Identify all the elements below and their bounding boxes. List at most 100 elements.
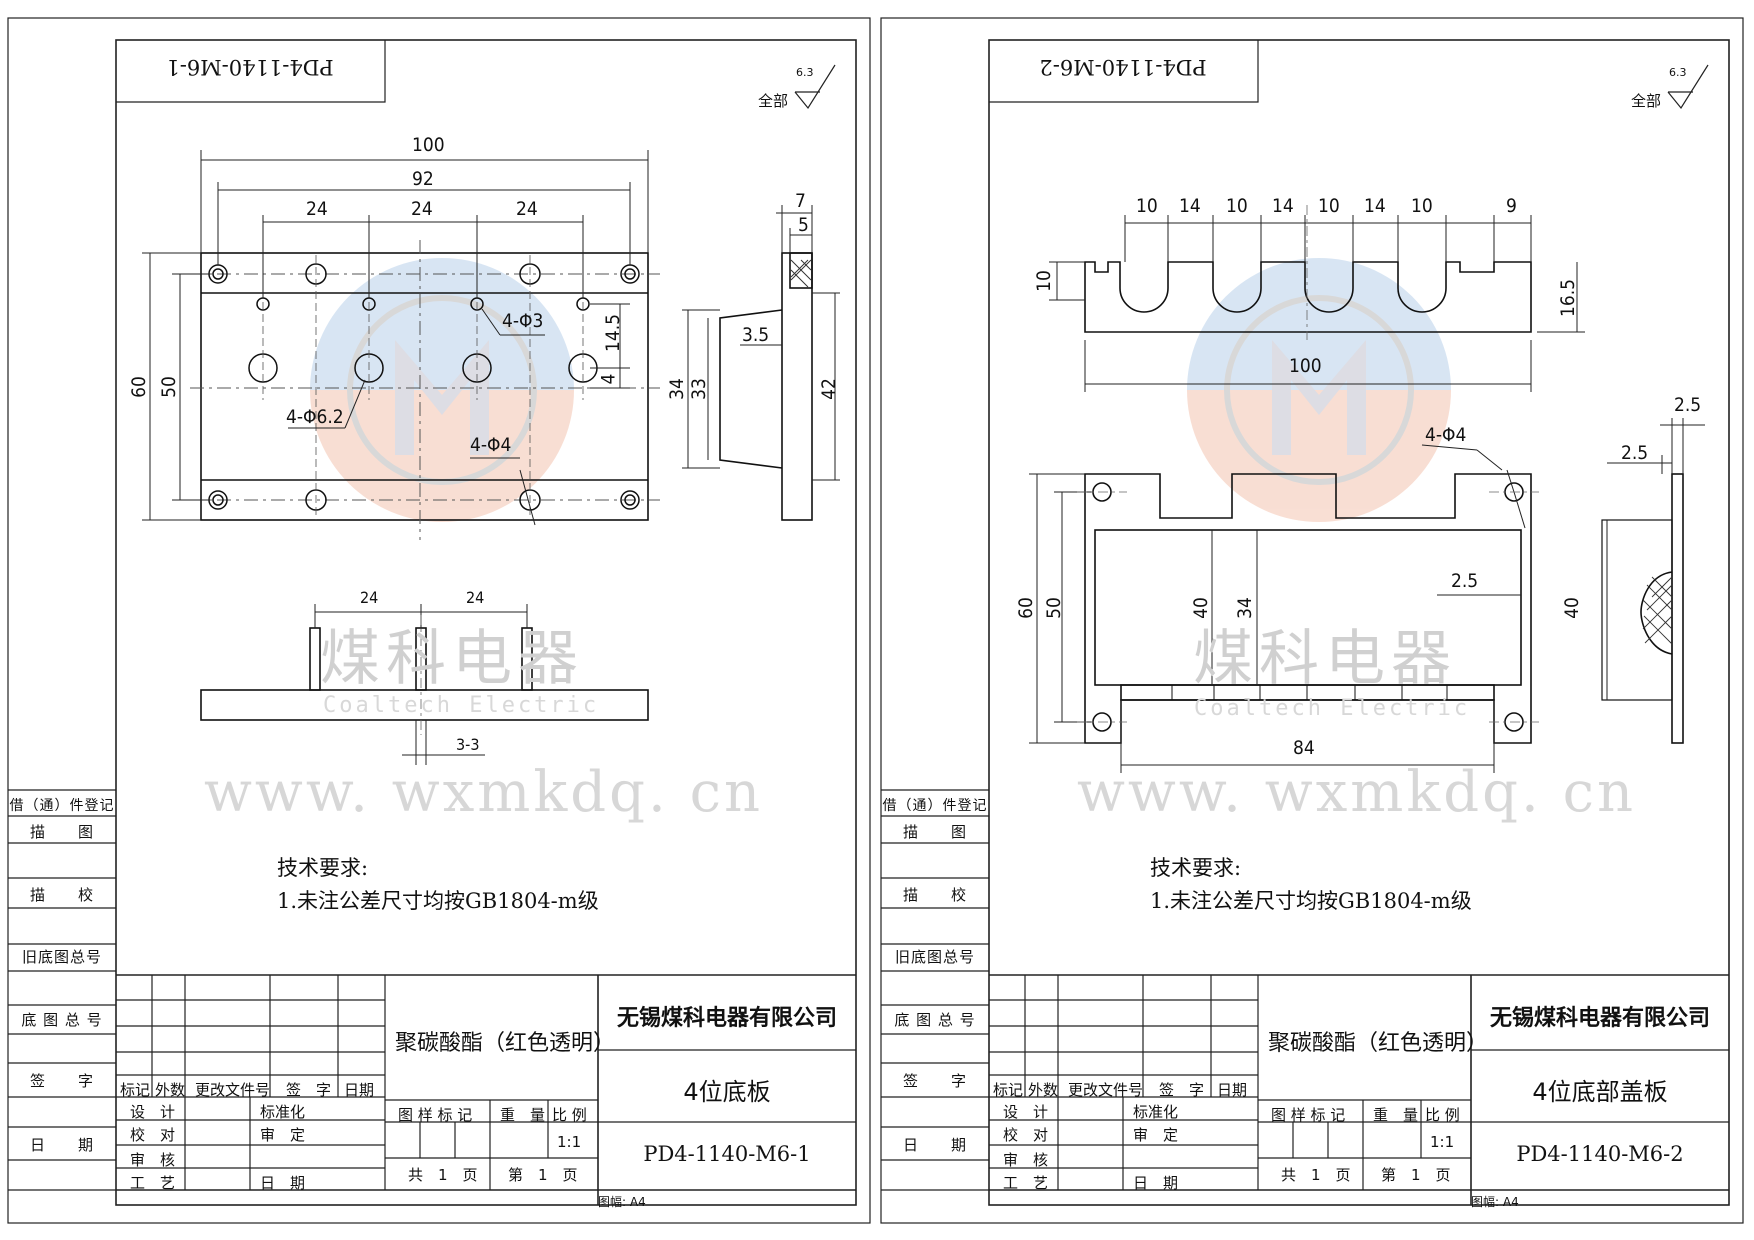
tb-pattern-mark: 图 样 标 记 xyxy=(398,1106,473,1124)
watermark-en: Coaltech Electric xyxy=(323,693,600,718)
section-dim-3-3: 3-3 xyxy=(456,735,480,754)
tb-process: 工 艺 xyxy=(1003,1174,1049,1192)
tb-review: 审 核 xyxy=(1003,1151,1049,1169)
dim-50: 50 xyxy=(157,376,180,398)
roughness-label: 全部 xyxy=(1631,92,1662,110)
tb-ratio: 比 例 xyxy=(552,1106,587,1124)
dim-100: 100 xyxy=(1289,355,1322,377)
tb-count: 外数 xyxy=(155,1081,186,1099)
tb-weight: 重 量 xyxy=(1373,1106,1419,1124)
tb-date: 日 期 xyxy=(260,1174,306,1192)
tb-pattern-mark: 图 样 标 记 xyxy=(1271,1106,1346,1124)
side-old-drawing-no: 旧底图总号 xyxy=(21,948,102,966)
tb-approve: 审 定 xyxy=(260,1126,306,1144)
part-name: 4位底部盖板 xyxy=(1532,1078,1668,1106)
dim-84: 84 xyxy=(1293,737,1315,759)
dim-34: 34 xyxy=(665,378,688,400)
tb-page-no: 第 1 页 xyxy=(1381,1166,1451,1184)
dim-92: 92 xyxy=(412,168,434,190)
tech-title: 技术要求: xyxy=(277,856,369,880)
watermark-cn: 煤科电器 xyxy=(320,624,584,694)
dim-42: 42 xyxy=(817,378,840,400)
tb-date: 日 期 xyxy=(1133,1174,1179,1192)
dim-5: 5 xyxy=(798,214,809,236)
tb-date-h: 日期 xyxy=(1217,1081,1248,1099)
tb-standard: 标准化 xyxy=(1133,1103,1179,1121)
dim-top-10d: 10 xyxy=(1411,195,1433,217)
tb-sign: 签 字 xyxy=(286,1081,332,1099)
header-code: PD4-1140-M6-2 xyxy=(1039,55,1207,79)
side-signature: 签 字 xyxy=(902,1072,967,1090)
sheet-frame-left xyxy=(7,17,871,1224)
dim-100: 100 xyxy=(412,134,445,156)
tb-weight: 重 量 xyxy=(500,1106,546,1124)
tb-standard: 标准化 xyxy=(260,1103,306,1121)
dim-top-10c: 10 xyxy=(1318,195,1340,217)
tb-design: 设 计 xyxy=(130,1103,176,1121)
dim-24c: 24 xyxy=(516,198,538,220)
sheet-frame-right xyxy=(880,17,1744,1224)
dim-24b: 24 xyxy=(411,198,433,220)
dim-33: 33 xyxy=(687,378,710,400)
tb-count: 外数 xyxy=(1028,1081,1059,1099)
tb-change-doc: 更改文件号 xyxy=(195,1081,271,1099)
dim-3-5: 3.5 xyxy=(742,324,770,346)
dim-top-10b: 10 xyxy=(1226,195,1248,217)
tb-process: 工 艺 xyxy=(130,1174,176,1192)
side-borrow-register: 借（通）件登记 xyxy=(9,798,115,814)
dim-4: 4 xyxy=(597,373,620,385)
sheet-size: 图幅: A4 xyxy=(598,1195,646,1209)
side-borrow-register: 借（通）件登记 xyxy=(882,798,988,814)
roughness-value: 6.3 xyxy=(796,66,814,79)
dim-top-14b: 14 xyxy=(1272,195,1294,217)
side-trace: 描 图 xyxy=(29,823,94,841)
side-date: 日 期 xyxy=(29,1136,94,1154)
tb-scale: 1:1 xyxy=(557,1133,582,1151)
tech-item: 1.未注公差尺寸均按GB1804-m级 xyxy=(1150,889,1472,913)
dim-34: 34 xyxy=(1233,597,1256,619)
material: 聚碳酸酯（红色透明） xyxy=(1268,1031,1489,1056)
dim-14-5: 14.5 xyxy=(602,313,625,353)
dim-top-14a: 14 xyxy=(1179,195,1201,217)
header-code: PD4-1140-M6-1 xyxy=(166,55,334,79)
drawing-number: PD4-1140-M6-1 xyxy=(643,1142,811,1166)
tb-total-pages: 共 1 页 xyxy=(408,1166,478,1184)
dim-24a: 24 xyxy=(306,198,328,220)
roughness-value: 6.3 xyxy=(1669,66,1687,79)
tb-page-no: 第 1 页 xyxy=(508,1166,578,1184)
tech-title: 技术要求: xyxy=(1150,856,1242,880)
tb-mark: 标记 xyxy=(120,1081,151,1099)
dim-60: 60 xyxy=(1014,597,1037,619)
dim-2-5b: 2.5 xyxy=(1621,442,1649,464)
tb-approve: 审 定 xyxy=(1133,1126,1179,1144)
tb-check: 校 对 xyxy=(1003,1126,1049,1144)
dim-50: 50 xyxy=(1042,597,1065,619)
dim-7: 7 xyxy=(795,190,806,212)
tb-mark: 标记 xyxy=(993,1081,1024,1099)
side-trace-check: 描 校 xyxy=(29,886,94,904)
side-drawing-total-no: 底 图 总 号 xyxy=(894,1011,976,1029)
company-name: 无锡煤科电器有限公司 xyxy=(616,1006,837,1031)
dim-40-side: 40 xyxy=(1560,597,1583,619)
front-view-baseplate xyxy=(200,252,649,521)
dim-10: 10 xyxy=(1032,270,1055,292)
roughness-symbol xyxy=(1667,64,1709,110)
dim-16-5: 16.5 xyxy=(1557,278,1580,318)
drawing-number: PD4-1140-M6-2 xyxy=(1516,1142,1684,1166)
sheet-size: 图幅: A4 xyxy=(1471,1195,1519,1209)
drawing-sheet-right: PD4-1140-M6-2 6.3 全部 煤科电器 Coaltech Elect… xyxy=(877,0,1754,1240)
tb-check: 校 对 xyxy=(130,1126,176,1144)
tb-total-pages: 共 1 页 xyxy=(1281,1166,1351,1184)
side-drawing-total-no: 底 图 总 号 xyxy=(21,1011,103,1029)
tb-change-doc: 更改文件号 xyxy=(1068,1081,1144,1099)
top-view-cover xyxy=(1084,261,1532,333)
dim-top-14c: 14 xyxy=(1364,195,1386,217)
watermark-url: www. wxmkdq. cn xyxy=(204,760,764,825)
watermark-url: www. wxmkdq. cn xyxy=(1077,760,1637,825)
tb-date-h: 日期 xyxy=(344,1081,375,1099)
dim-60: 60 xyxy=(127,376,150,398)
side-view-baseplate xyxy=(719,252,813,521)
hole-callout-phi6-2: 4-Φ6.2 xyxy=(286,406,344,428)
hole-callout-phi4: 4-Φ4 xyxy=(470,434,512,456)
part-name: 4位底板 xyxy=(683,1078,771,1106)
